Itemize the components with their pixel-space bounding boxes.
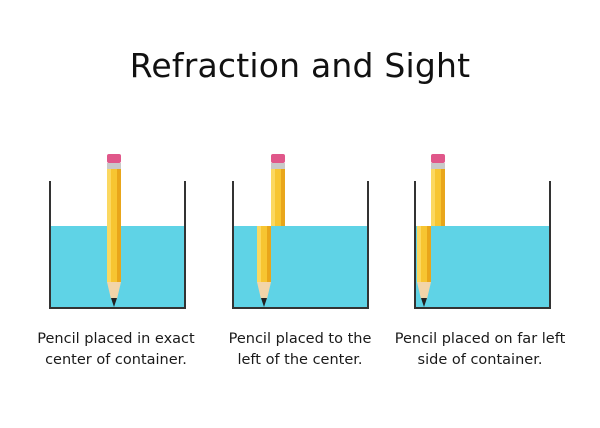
pencil-ferrule (107, 163, 121, 169)
pencil-lower-mid-stripe (421, 226, 427, 282)
container-outline (414, 181, 551, 309)
caption-line: side of container. (417, 352, 543, 368)
pencil-upper-light-stripe (271, 169, 275, 226)
pencil-wood-tip (107, 282, 121, 299)
water (415, 226, 550, 308)
page-title: Refraction and Sight (129, 46, 471, 85)
pencil-lead-tip (261, 298, 267, 307)
pencil-lower-dark-stripe (117, 226, 121, 282)
caption-line: center of container. (45, 352, 187, 368)
water (233, 226, 368, 308)
container-outline (49, 181, 186, 309)
pencil-upper-mid-stripe (275, 169, 281, 226)
pencil-upper-dark-stripe (281, 169, 285, 226)
pencil-upper-mid-stripe (435, 169, 441, 226)
pencil-upper-dark-stripe (117, 169, 121, 226)
pencil-lower-dark-stripe (427, 226, 431, 282)
pencil-wood-tip (417, 282, 431, 299)
container-far-left (414, 154, 551, 309)
caption-center: Pencil placed in exact center of contain… (26, 329, 206, 371)
pencil-lower-light-stripe (417, 226, 421, 282)
pencil-upper-dark-stripe (441, 169, 445, 226)
pencil-lower-light-stripe (107, 226, 111, 282)
container-outline (232, 181, 369, 309)
pencil-eraser (431, 154, 445, 163)
pencil-upper-light-stripe (431, 169, 435, 226)
pencil-eraser (271, 154, 285, 163)
pencil-lower-dark-stripe (267, 226, 271, 282)
caption-line: Pencil placed to the (228, 331, 372, 347)
pencil-upper-mid-stripe (111, 169, 117, 226)
pencil-eraser (107, 154, 121, 163)
pencil-lower-mid-stripe (261, 226, 267, 282)
pencil-lower-light-stripe (257, 226, 261, 282)
pencil-wood-tip (257, 282, 271, 299)
pencil-ferrule (271, 163, 285, 169)
pencil-upper-light-stripe (107, 169, 111, 226)
container-left-of-center (232, 154, 369, 309)
caption-line: Pencil placed on far left (394, 331, 566, 347)
caption-line: left of the center. (237, 352, 363, 368)
pencil-ferrule (431, 163, 445, 169)
pencil-lead-tip (111, 298, 117, 307)
caption-line: Pencil placed in exact (37, 331, 195, 347)
caption-left-of-center: Pencil placed to the left of the center. (210, 329, 390, 371)
container-center (49, 154, 186, 309)
pencil-lower-mid-stripe (111, 226, 117, 282)
pencil-lead-tip (421, 298, 427, 307)
caption-far-left: Pencil placed on far left side of contai… (390, 329, 570, 371)
